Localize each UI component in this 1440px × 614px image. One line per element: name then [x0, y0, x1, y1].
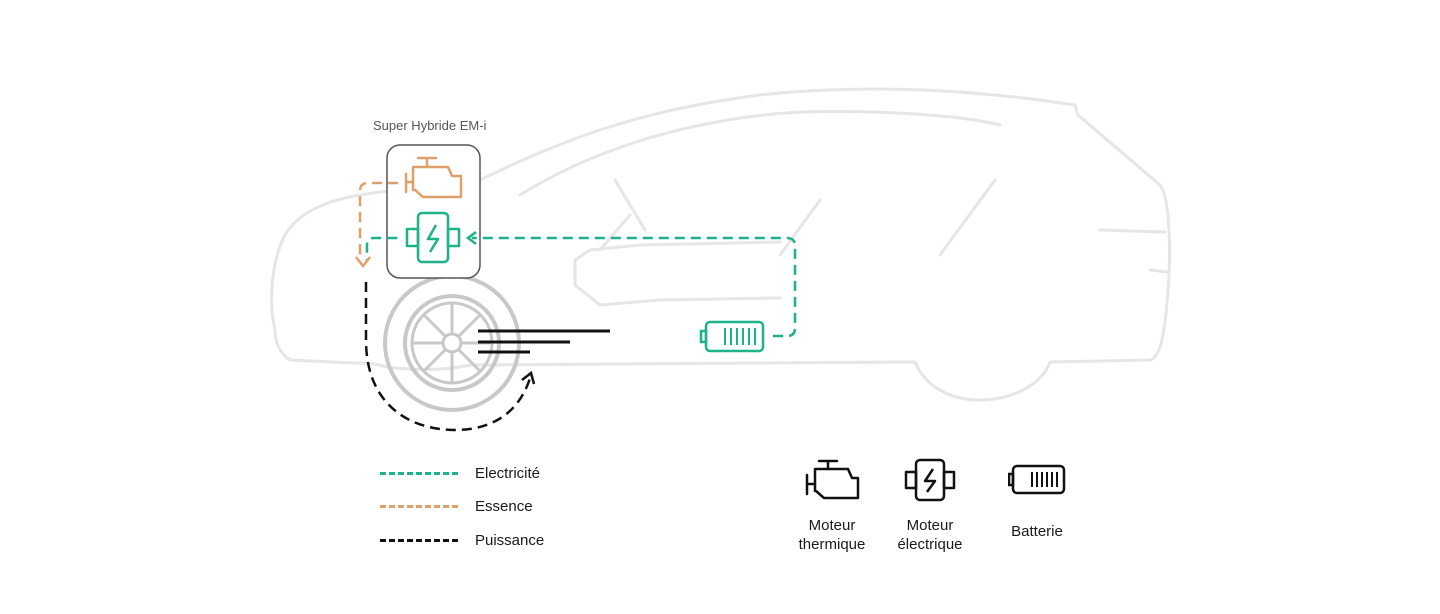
- legend-label: Puissance: [475, 531, 545, 549]
- power-arrowhead: [521, 370, 536, 385]
- electric-motor-icon: [405, 211, 461, 264]
- battery-icon: [699, 320, 765, 353]
- icon-key-battery: Batterie: [987, 458, 1087, 541]
- power-flow: [364, 282, 532, 432]
- fuel-flow: [358, 181, 398, 258]
- legend-item-electricity: Electricité: [380, 462, 540, 484]
- wheel: [383, 274, 521, 412]
- icon-key-motor: Moteur électrique: [880, 458, 980, 554]
- icon-key-label: Batterie: [1011, 523, 1063, 540]
- electricity-flow-to-motor: [472, 236, 797, 338]
- legend-item-fuel: Essence: [380, 495, 533, 517]
- legend-label: Electricité: [475, 464, 541, 482]
- system-label: Super Hybride EM-i: [373, 118, 487, 133]
- speed-lines: [478, 329, 610, 354]
- electric-motor-icon: [904, 458, 956, 502]
- combustion-engine-icon: [404, 156, 463, 199]
- fuel-arrowhead: [355, 256, 371, 269]
- battery-icon: [1008, 464, 1066, 495]
- icon-key-engine: Moteur thermique: [782, 458, 882, 554]
- electricity-arrowhead: [465, 231, 477, 245]
- icon-key-label: Moteur électrique: [897, 517, 963, 553]
- icon-key-label: Moteur thermique: [798, 517, 866, 553]
- car-silhouette: [270, 87, 1172, 402]
- legend-swatch-power: [380, 538, 458, 542]
- powertrain-box: [386, 144, 481, 279]
- legend-item-power: Puissance: [380, 529, 544, 551]
- electricity-flow-to-wheel: [365, 236, 397, 262]
- legend-swatch-electricity: [380, 471, 458, 475]
- combustion-engine-icon: [805, 459, 860, 500]
- legend-label: Essence: [475, 497, 533, 515]
- legend-swatch-fuel: [380, 504, 458, 508]
